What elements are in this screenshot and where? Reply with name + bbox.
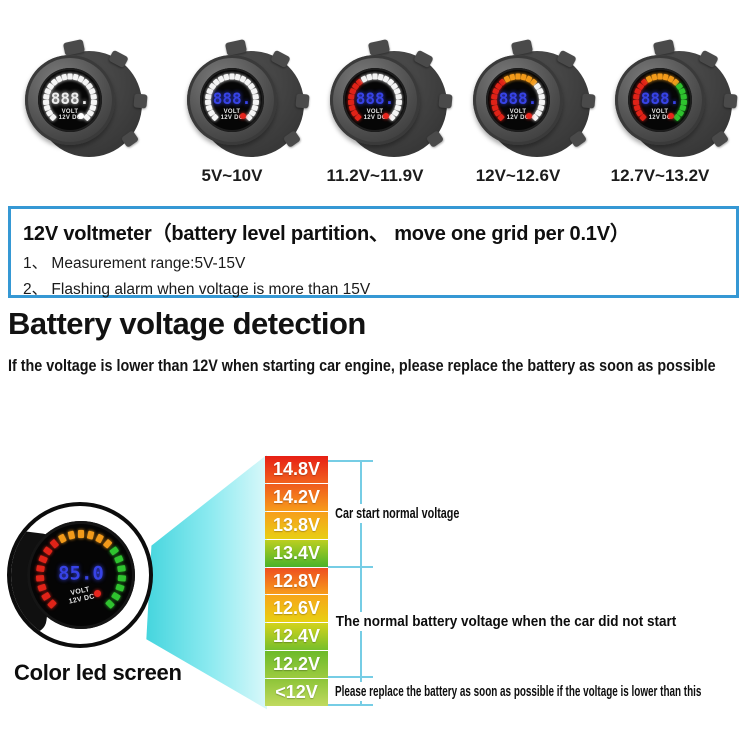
led-segment-orange xyxy=(67,530,76,540)
voltage-row-label: 14.8V xyxy=(272,458,321,479)
voltage-row: 14.8V xyxy=(265,456,328,483)
voltage-row: 13.8V xyxy=(265,511,328,539)
gauge-mount-tab xyxy=(723,93,738,109)
gauge-range-label: 11.2V~11.9V xyxy=(326,166,424,185)
led-segment-orange xyxy=(102,538,113,549)
voltage-row: 12.2V xyxy=(265,651,328,679)
voltage-row-label: 12.6V xyxy=(272,598,321,619)
voltage-row: 12.8V xyxy=(265,567,328,595)
voltage-row-label: 13.4V xyxy=(272,542,321,563)
led-segment-red xyxy=(49,538,60,549)
voltage-row: 12.6V xyxy=(265,595,328,623)
voltage-row-label: 12.4V xyxy=(272,626,321,647)
led-digits: 888. xyxy=(498,88,538,108)
led-segment-orange xyxy=(57,533,67,544)
voltage-row-label: 12.8V xyxy=(272,570,321,591)
led-segment-orange xyxy=(86,530,95,540)
status-dot xyxy=(526,113,532,119)
led-segment-green xyxy=(105,599,115,609)
led-digits: 85.0 xyxy=(58,562,104,585)
gauge-range-label: 5V~10V xyxy=(201,166,263,185)
spec-item-2: 2、 Flashing alarm when voltage is more t… xyxy=(23,281,371,298)
led-digits: 888. xyxy=(640,88,680,108)
product-caption: Color led screen xyxy=(14,660,182,685)
spec-item-1: 1、 Measurement range:5V-15V xyxy=(23,255,246,272)
bracket-tick xyxy=(328,566,373,568)
bracket-tick xyxy=(328,460,373,462)
annotation-car-start: Car start normal voltage xyxy=(333,504,462,523)
voltage-row-label: 13.8V xyxy=(272,514,321,535)
voltage-ladder: 14.8V 14.2V 13.8V 13.4V 12.8V 12.6V 12.4V 12.2V… xyxy=(265,456,328,707)
led-segment-green xyxy=(109,546,120,556)
status-dot xyxy=(78,113,84,119)
status-dot xyxy=(668,113,674,119)
voltage-row: 12.4V xyxy=(265,623,328,651)
spec-box: 12V voltmeter（battery level partition、 m… xyxy=(8,206,739,298)
gauge-range-label: 12.7V~13.2V xyxy=(610,166,710,185)
led-segment-red xyxy=(37,583,47,592)
page-subtitle: If the voltage is lower than 12V when st… xyxy=(8,357,716,375)
led-digits: 888. xyxy=(212,88,252,108)
status-dot xyxy=(383,113,389,119)
voltage-row: 13.4V xyxy=(265,539,328,567)
annotation-normal-voltage: The normal battery voltage when the car … xyxy=(333,612,679,631)
page-title: Battery voltage detection xyxy=(8,306,366,341)
led-segment-orange xyxy=(78,530,84,538)
gauge-mount-tab xyxy=(438,93,453,109)
voltage-row-label: 14.2V xyxy=(272,486,321,507)
gauge-mount-tab xyxy=(295,93,310,109)
led-segment-red xyxy=(42,546,53,556)
gauge-mount-tab xyxy=(581,93,596,109)
bracket-tick xyxy=(328,704,373,706)
voltage-row-label: <12V xyxy=(275,682,318,703)
status-dot xyxy=(94,590,101,597)
led-digits: 888. xyxy=(50,88,90,108)
led-segment-orange xyxy=(95,533,105,544)
bracket-tick xyxy=(328,676,373,678)
gauge-range-label: 12V~12.6V xyxy=(475,166,561,185)
spec-box-title: 12V voltmeter（battery level partition、 m… xyxy=(23,223,630,245)
gauge-mount-tab xyxy=(133,93,148,109)
led-digits: 888. xyxy=(355,88,395,108)
voltage-row: 14.2V xyxy=(265,483,328,511)
annotation-replace-battery: Please replace the battery as soon as po… xyxy=(333,682,704,701)
voltage-row-label: 12.2V xyxy=(272,654,321,675)
status-dot xyxy=(240,113,246,119)
voltage-row: <12V xyxy=(265,679,328,707)
